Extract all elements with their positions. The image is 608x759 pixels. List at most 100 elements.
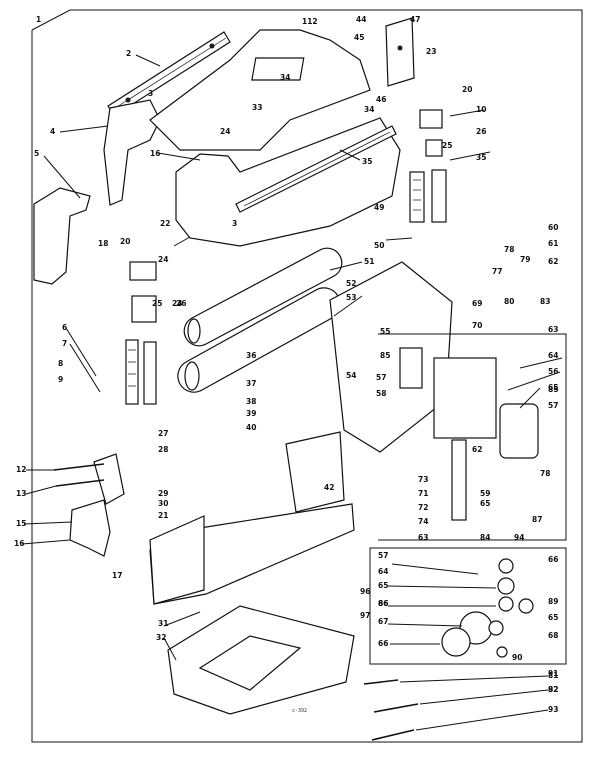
callout-78: 78: [540, 469, 550, 478]
callout-16: 16: [150, 149, 160, 158]
callout-73: 73: [418, 475, 428, 484]
callout-18: 18: [98, 239, 108, 248]
callout-45: 45: [354, 33, 364, 42]
callout-20: 20: [462, 85, 472, 94]
callout-35: 35: [362, 157, 372, 166]
callout-25: 25: [442, 141, 452, 150]
callout-9: 9: [58, 375, 63, 384]
callout-51: 51: [364, 257, 374, 266]
callout-79: 79: [520, 255, 530, 264]
callout-94: 94: [514, 533, 524, 542]
callout-93: 93: [548, 705, 558, 714]
callout-66: 66: [378, 639, 388, 648]
callout-57: 57: [548, 401, 558, 410]
callout-30: 30: [158, 499, 168, 508]
part-end-cover: [33, 187, 91, 285]
callout-4: 4: [50, 127, 55, 136]
callout-34: 34: [364, 105, 374, 114]
callout-5: 5: [34, 149, 39, 158]
callout-65: 65: [548, 383, 558, 392]
callout-32: 32: [156, 633, 166, 642]
callout-38: 38: [246, 397, 256, 406]
callout-6: 6: [62, 323, 67, 332]
callout-20: 20: [120, 237, 130, 246]
callout-3: 3: [232, 219, 237, 228]
part-screws: [363, 679, 419, 741]
callout-65: 65: [480, 499, 490, 508]
callout-29: 29: [158, 489, 168, 498]
callout-37: 37: [246, 379, 256, 388]
callout-44: 44: [356, 15, 366, 24]
footer-code: c-392: [292, 708, 307, 714]
callout-61: 61: [548, 239, 558, 248]
callout-80: 80: [504, 297, 514, 306]
callout-24: 24: [158, 255, 168, 264]
callout-63: 63: [418, 533, 428, 542]
gear-box: [369, 547, 567, 665]
callout-66: 66: [548, 555, 558, 564]
callout-85: 85: [380, 351, 390, 360]
part-spring-posts-left: [125, 261, 157, 405]
callout-64: 64: [548, 351, 558, 360]
callout-2: 2: [126, 49, 131, 58]
callout-81: 81: [548, 671, 558, 680]
callout-64: 64: [378, 567, 388, 576]
callout-23: 23: [426, 47, 436, 56]
callout-13: 13: [16, 489, 26, 498]
callout-16: 16: [14, 539, 24, 548]
callout-42: 42: [324, 483, 334, 492]
callout-36: 36: [246, 351, 256, 360]
callout-8: 8: [58, 359, 63, 368]
callout-47: 47: [410, 15, 420, 24]
callout-71: 71: [418, 489, 428, 498]
callout-59: 59: [480, 489, 490, 498]
callout-63: 63: [548, 325, 558, 334]
callout-24: 24: [220, 127, 230, 136]
callout-58: 58: [376, 389, 386, 398]
callout-25: 25: [152, 299, 162, 308]
callout-77: 77: [492, 267, 502, 276]
callout-33: 33: [252, 103, 262, 112]
callout-55: 55: [380, 327, 390, 336]
callout-3: 3: [148, 89, 153, 98]
callout-69: 69: [472, 299, 482, 308]
callout-97: 97: [360, 611, 370, 620]
callout-65: 65: [548, 613, 558, 622]
callout-52: 52: [346, 279, 356, 288]
callout-15: 15: [16, 519, 26, 528]
callout-86: 86: [378, 599, 388, 608]
callout-72: 72: [418, 503, 428, 512]
callout-67: 67: [378, 617, 388, 626]
callout-31: 31: [158, 619, 168, 628]
callout-17: 17: [112, 571, 122, 580]
callout-85: 85: [548, 385, 558, 394]
callout-60: 60: [548, 223, 558, 232]
callout-82: 82: [548, 685, 558, 694]
part-top-cover: [149, 29, 371, 151]
pump-assembly-box: [378, 333, 567, 541]
callout-39: 39: [246, 409, 256, 418]
part-main-housing: [175, 117, 401, 247]
callout-35: 35: [476, 153, 486, 162]
callout-57: 57: [378, 551, 388, 560]
callout-87: 87: [532, 515, 542, 524]
callout-57: 57: [376, 373, 386, 382]
part-spring-posts-right: [409, 109, 447, 223]
callout-34: 34: [280, 73, 290, 82]
part-side-frame: [103, 99, 161, 206]
callout-92: 92: [548, 685, 558, 694]
callout-62: 62: [548, 257, 558, 266]
part-base-frame: [149, 431, 355, 605]
part-tray: [167, 605, 355, 715]
callout-22: 22: [160, 219, 170, 228]
callout-28: 28: [158, 445, 168, 454]
callout-24: 24: [172, 299, 182, 308]
callout-53: 53: [346, 293, 356, 302]
frame-number: 1: [36, 15, 41, 24]
callout-68: 68: [548, 631, 558, 640]
callout-7: 7: [62, 339, 67, 348]
callout-62: 62: [472, 445, 482, 454]
callout-46: 46: [376, 95, 386, 104]
callout-65: 65: [378, 581, 388, 590]
